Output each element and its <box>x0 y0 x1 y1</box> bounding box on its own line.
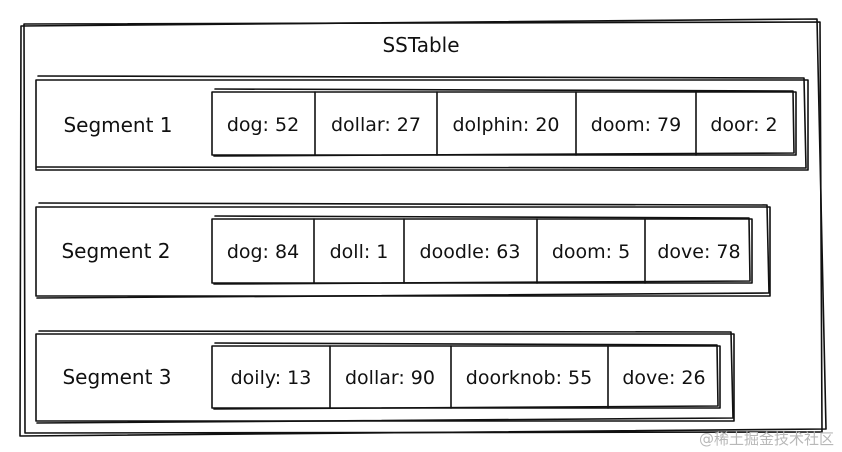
segment-1-label: Segment 1 <box>63 113 172 137</box>
segment-3-entry: dove: 26 <box>622 367 705 389</box>
segment-2-entry: dog: 84 <box>227 241 299 263</box>
segment-3-label: Segment 3 <box>62 365 171 389</box>
segment-3-entries: doily: 13 dollar: 90 doorknob: 55 dove: … <box>211 342 721 410</box>
segment-1-entry: doom: 79 <box>591 114 681 136</box>
segment-2-entry: dove: 78 <box>657 241 740 263</box>
segment-2-entry: doll: 1 <box>330 241 389 263</box>
segment-3-entry: dollar: 90 <box>345 367 435 389</box>
segment-1-entries-box <box>211 91 797 156</box>
sstable-title: SSTable <box>382 33 459 57</box>
segment-1-entries: dog: 52 dollar: 27 dolphin: 20 doom: 79 … <box>211 88 797 157</box>
segment-2-entries: dog: 84 doll: 1 doodle: 63 doom: 5 dove:… <box>211 215 753 285</box>
segment-1-entry: door: 2 <box>710 114 777 136</box>
segment-3-box <box>35 333 735 422</box>
segment-1-entry: dog: 52 <box>227 114 299 136</box>
segment-2-box <box>35 206 771 297</box>
segment-2-entry: doodle: 63 <box>420 241 521 263</box>
segment-3-entries-box <box>211 345 721 409</box>
segment-3-entry: doorknob: 55 <box>466 367 592 389</box>
segment-2-entries-box <box>211 218 753 284</box>
segment-2-entry: doom: 5 <box>552 241 630 263</box>
segment-1-entry: dollar: 27 <box>331 114 421 136</box>
segment-2: Segment 2 dog: 84 doll: 1 doodle: 63 doo… <box>35 202 771 299</box>
segment-2-label: Segment 2 <box>61 239 170 263</box>
segment-1-entry: dolphin: 20 <box>452 114 559 136</box>
segment-3-entry: doily: 13 <box>231 367 312 389</box>
segment-1-box <box>35 79 809 171</box>
segment-3: Segment 3 doily: 13 dollar: 90 doorknob:… <box>35 330 735 424</box>
watermark: @稀土掘金技术社区 <box>699 430 834 448</box>
segment-1: Segment 1 dog: 52 dollar: 27 dolphin: 20… <box>35 75 809 171</box>
sstable-frame <box>19 18 827 437</box>
